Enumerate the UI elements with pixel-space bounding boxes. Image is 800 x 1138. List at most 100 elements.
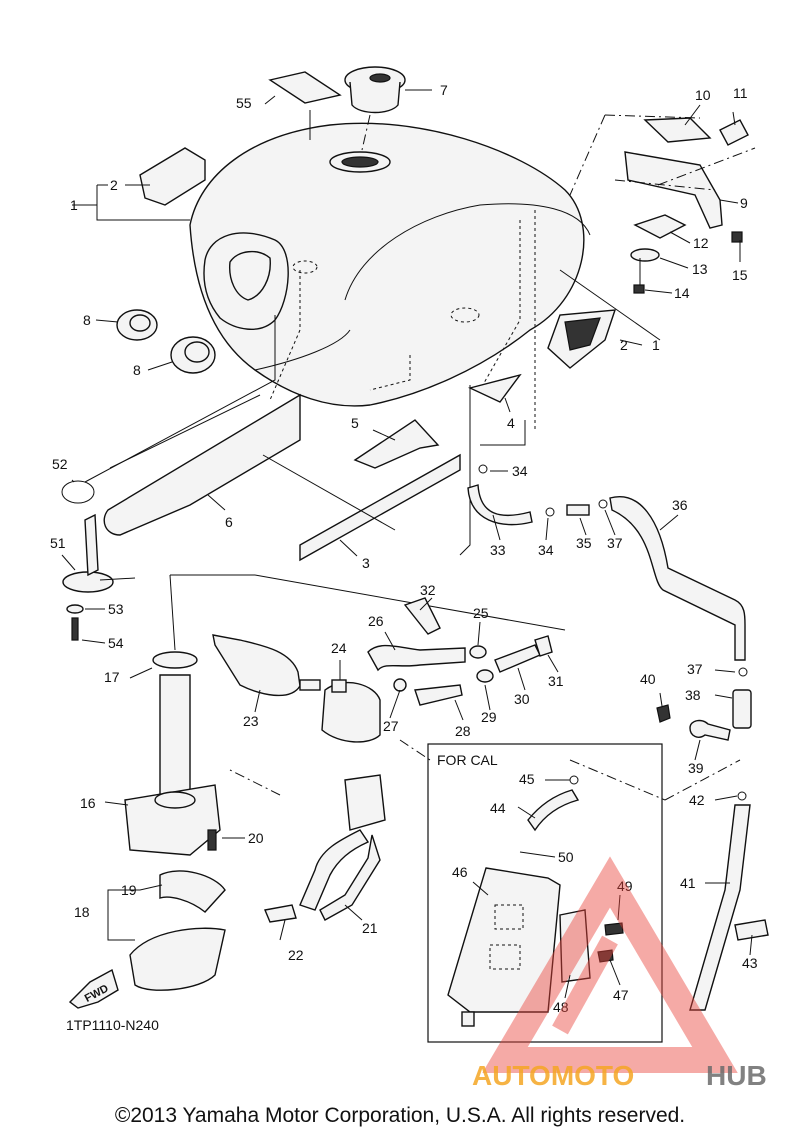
fuel-filter-38 <box>732 689 752 729</box>
callout-5: 5 <box>351 415 359 431</box>
clamp-22 <box>264 904 297 923</box>
clamp-31 <box>534 635 553 657</box>
callout-20: 20 <box>248 830 264 846</box>
damper-pad-4 <box>467 373 522 403</box>
hose-26 <box>367 644 466 672</box>
watermark-logo: AUTOMOTO HUB <box>472 856 767 1091</box>
callout-27: 27 <box>383 718 399 734</box>
copyright-notice: ©2013 Yamaha Motor Corporation, U.S.A. A… <box>114 1104 686 1127</box>
callout-36: 36 <box>672 497 688 513</box>
callout-7: 7 <box>440 82 448 98</box>
callout-38: 38 <box>685 687 701 703</box>
callout-34a: 34 <box>512 463 528 479</box>
fitting-35 <box>566 504 590 516</box>
emblem-right <box>547 309 617 369</box>
callout-52: 52 <box>52 456 68 472</box>
fuel-filter-23 <box>212 634 321 697</box>
callout-19: 19 <box>121 882 137 898</box>
callout-1b: 1 <box>652 337 660 353</box>
bolt-47 <box>597 949 614 963</box>
leader-lines <box>61 89 753 999</box>
canister-46 <box>447 867 561 1027</box>
callout-43: 43 <box>742 955 758 971</box>
callout-3: 3 <box>362 555 370 571</box>
callout-8a: 8 <box>83 312 91 328</box>
callout-13: 13 <box>692 261 708 277</box>
callout-12: 12 <box>693 235 709 251</box>
joint-28 <box>414 684 463 706</box>
callout-28: 28 <box>455 723 471 739</box>
fuel-tank <box>189 122 591 430</box>
callout-2a: 2 <box>110 177 118 193</box>
washer-53 <box>66 604 84 614</box>
callout-15: 15 <box>732 267 748 283</box>
cal-box-title: FOR CAL <box>437 752 498 768</box>
filler-cap <box>344 66 430 151</box>
clip-40 <box>656 704 671 723</box>
damper-small-5 <box>353 419 440 469</box>
callout-21: 21 <box>362 920 378 936</box>
callout-9: 9 <box>740 195 748 211</box>
callout-11: 11 <box>733 85 748 101</box>
callout-44: 44 <box>490 800 506 816</box>
callout-35: 35 <box>576 535 592 551</box>
callout-45: 45 <box>519 771 535 787</box>
screw-20 <box>207 829 217 851</box>
callout-23: 23 <box>243 713 259 729</box>
hose-30 <box>494 644 541 673</box>
callout-32: 32 <box>420 582 436 598</box>
callout-51: 51 <box>50 535 66 551</box>
callout-53: 53 <box>108 601 124 617</box>
callout-26: 26 <box>368 613 384 629</box>
clamp-25 <box>469 645 487 659</box>
callout-1a: 1 <box>70 197 78 213</box>
breather-pipe-36 <box>609 496 746 661</box>
fwd-arrow-icon <box>68 968 119 1009</box>
reference-lines <box>84 114 756 801</box>
callout-34b: 34 <box>538 542 554 558</box>
callout-4: 4 <box>507 415 515 431</box>
tank-damper-long <box>103 393 301 536</box>
bracket-48 <box>559 909 591 983</box>
tank-cap-lower <box>170 336 216 374</box>
callout-48: 48 <box>553 999 569 1015</box>
callout-numbers: 1 2 55 7 10 11 9 12 15 13 14 2 1 8 8 5 4… <box>50 82 758 1015</box>
cover-18 <box>129 927 226 991</box>
fuel-pump-24 <box>321 679 381 743</box>
hose-assembly-21 <box>299 774 386 921</box>
callout-17: 17 <box>104 669 120 685</box>
callout-49: 49 <box>617 878 633 894</box>
callout-46: 46 <box>452 864 468 880</box>
callout-39: 39 <box>688 760 704 776</box>
clamp-39 <box>689 719 731 741</box>
callout-30: 30 <box>514 691 530 707</box>
callout-25: 25 <box>473 605 489 621</box>
clamp-29 <box>476 669 494 683</box>
fuel-cock-16 <box>124 651 221 856</box>
callout-2b: 2 <box>620 337 628 353</box>
tank-cap-upper <box>116 309 158 341</box>
callout-18: 18 <box>74 904 90 920</box>
bracket-assembly <box>624 117 749 294</box>
callout-33: 33 <box>490 542 506 558</box>
watermark-brand-b: HUB <box>706 1060 767 1091</box>
clamp-27 <box>393 678 407 692</box>
breather-hose-33 <box>467 484 533 526</box>
callout-40: 40 <box>640 671 656 687</box>
hose-44 <box>527 789 580 832</box>
callout-47: 47 <box>613 987 629 1003</box>
callout-24: 24 <box>331 640 347 656</box>
callout-14: 14 <box>674 285 690 301</box>
callout-8b: 8 <box>133 362 141 378</box>
callout-55: 55 <box>236 95 252 111</box>
screw-54 <box>71 617 79 641</box>
callout-50: 50 <box>558 849 574 865</box>
for-cal-box <box>427 743 663 1043</box>
callout-41: 41 <box>680 875 696 891</box>
watermark-brand-a: AUTOMOTO <box>472 1060 634 1091</box>
callout-6: 6 <box>225 514 233 530</box>
callout-37b: 37 <box>687 661 703 677</box>
callout-16: 16 <box>80 795 96 811</box>
callout-29: 29 <box>481 709 497 725</box>
